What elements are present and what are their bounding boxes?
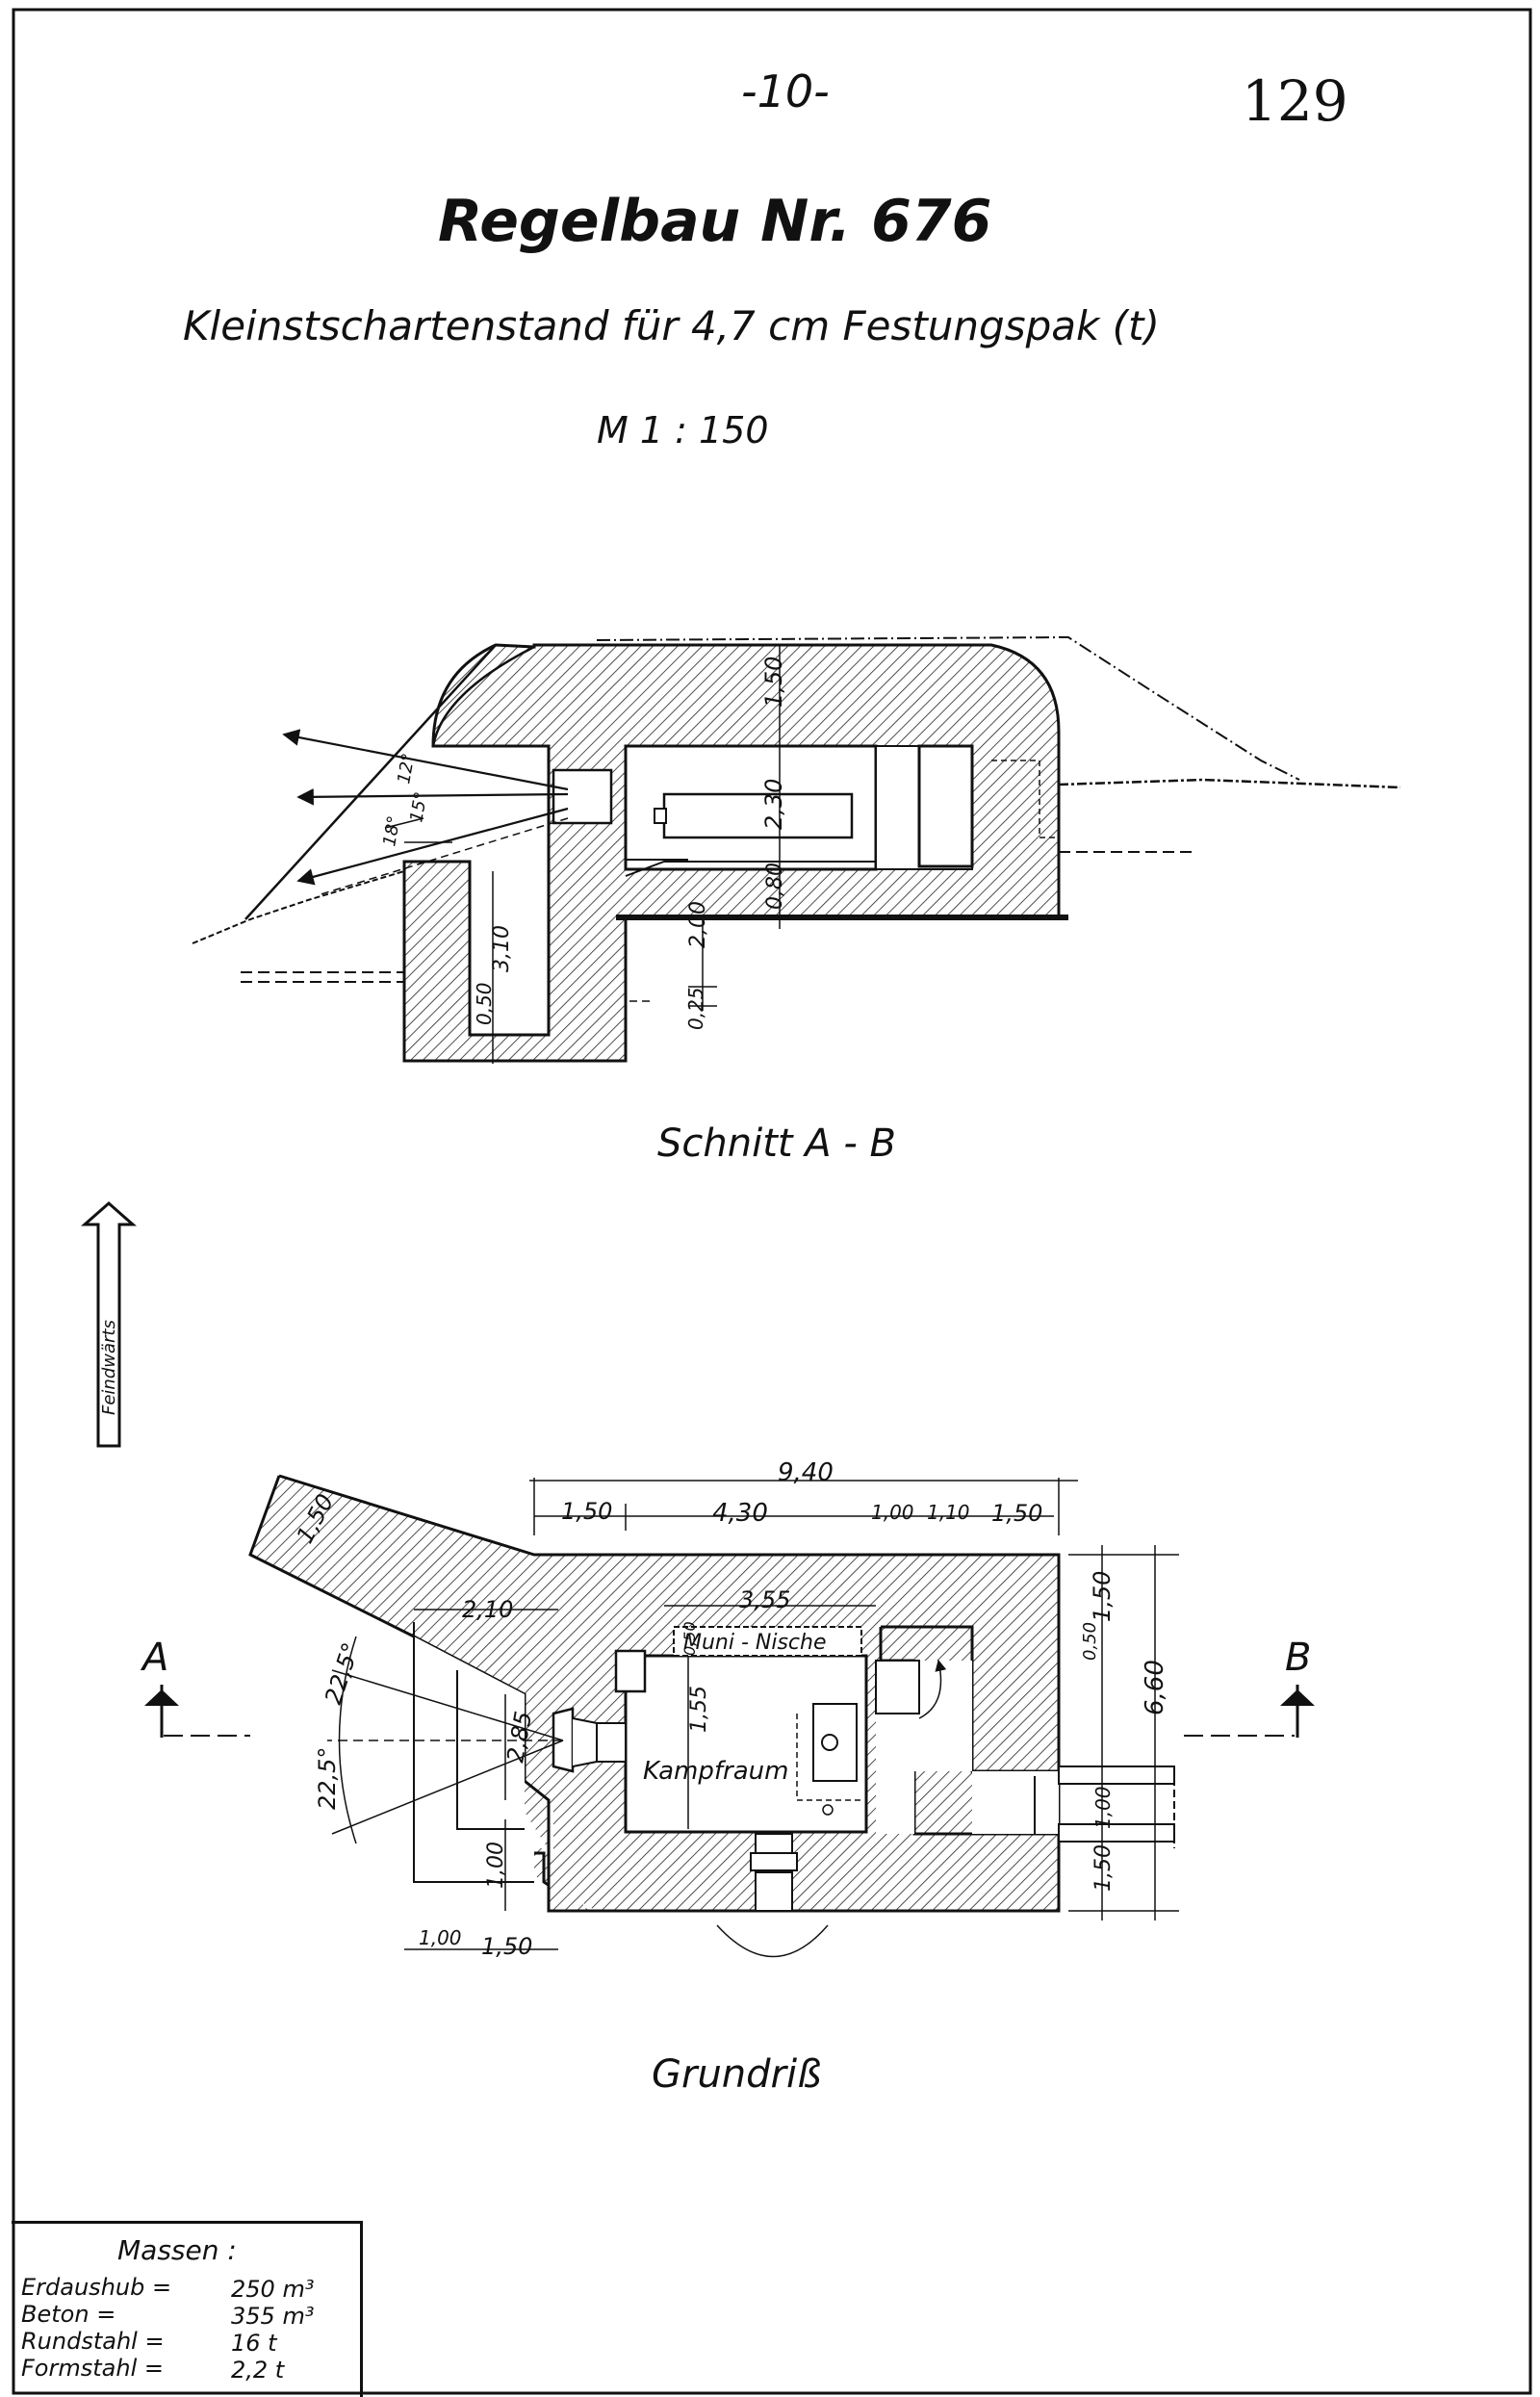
dim-foot-a: 1,00 (419, 1926, 462, 1949)
dim-angle-low: 18° (379, 814, 404, 848)
sheet-border (12, 8, 1532, 2395)
dim-foot: 0,25 (684, 987, 707, 1030)
masses-row-value: 16 t (231, 2330, 277, 2357)
dim-roof: 1,50 (760, 657, 787, 708)
dim-room-length: 3,55 (739, 1586, 790, 1613)
dim-right-small: 0,50 (1080, 1622, 1100, 1661)
plan-ammo-niche (673, 1626, 862, 1657)
enemy-direction-label: Feindwärts (99, 1320, 119, 1415)
enemy-direction-arrow: Feindwärts (81, 1201, 137, 1448)
label-ammo-niche: Muni - Nische (683, 1631, 827, 1655)
dim-seg-c: 1,50 (991, 1500, 1042, 1527)
drawing-subtitle: Kleinstschartenstand für 4,7 cm Festungs… (183, 302, 1160, 349)
masses-row-label: Erdaushub = (21, 2274, 172, 2301)
marker-a-label: A (140, 1636, 168, 1680)
masses-row-label: Formstahl = (21, 2355, 164, 2382)
dim-foot-b: 1,50 (481, 1933, 532, 1960)
dim-right-mid: 1,00 (1091, 1786, 1115, 1829)
dim-bottom-wall: 1,00 (484, 1842, 508, 1889)
dim-room-height: 2,30 (760, 779, 787, 830)
plan-caption: Grundriß (652, 2052, 822, 2097)
dim-angle-up: 12° (394, 752, 419, 786)
dim-niche-depth: 0,50 (680, 1621, 699, 1656)
masses-row-value: 355 m³ (231, 2303, 315, 2330)
masses-row-value: 250 m³ (231, 2276, 315, 2303)
drawing-scale: M 1 : 150 (597, 409, 769, 451)
section-caption: Schnitt A - B (657, 1121, 896, 1166)
dim-front-width: 4,30 (712, 1499, 768, 1528)
dim-base: 0,50 (473, 982, 496, 1025)
dim-angle-top: 22,5° (320, 1639, 365, 1708)
dim-angle-bottom: 22,5° (314, 1747, 341, 1810)
drawing-title: Regelbau Nr. 676 (438, 188, 992, 255)
marker-b-label: B (1285, 1636, 1311, 1680)
dim-room-depth: 1,55 (687, 1686, 711, 1733)
section-drawing: 1,50 2,30 0,80 2,00 0,25 3,10 0,50 12° 1… (192, 635, 1401, 1064)
dim-wall: 3,10 (490, 925, 514, 972)
dim-step: 2,00 (686, 901, 710, 948)
label-combat-room: Kampfraum (643, 1757, 788, 1786)
dim-floor: 0,80 (763, 863, 787, 910)
plan-drawing: 9,40 1,50 4,30 1,00 1,10 1,50 1,50 2,10 … (140, 1458, 1315, 1960)
masses-title: Massen : (117, 2234, 237, 2266)
dim-front-wall: 1,50 (561, 1498, 612, 1525)
masses-row-value: 2,2 t (231, 2357, 285, 2384)
dim-right-bottom: 1,50 (1091, 1844, 1116, 1892)
dim-right-total: 6,60 (1141, 1660, 1169, 1715)
dim-seg-a: 1,00 (871, 1501, 914, 1524)
dim-total-length: 9,40 (778, 1458, 834, 1487)
masses-row-label: Beton = (21, 2301, 116, 2328)
gun-barrel (662, 792, 854, 839)
dim-right-top: 1,50 (1089, 1571, 1116, 1622)
masses-row-label: Rundstahl = (21, 2328, 165, 2355)
sheet-number: 129 (1242, 68, 1348, 134)
dim-wing-width: 2,10 (462, 1596, 513, 1623)
page-number: -10- (741, 65, 830, 117)
dim-angle-mid: 15° (406, 790, 431, 824)
dim-seg-b: 1,10 (927, 1501, 970, 1524)
masses-table: Massen : Erdaushub = 250 m³ Beton = 355 … (12, 2221, 363, 2397)
